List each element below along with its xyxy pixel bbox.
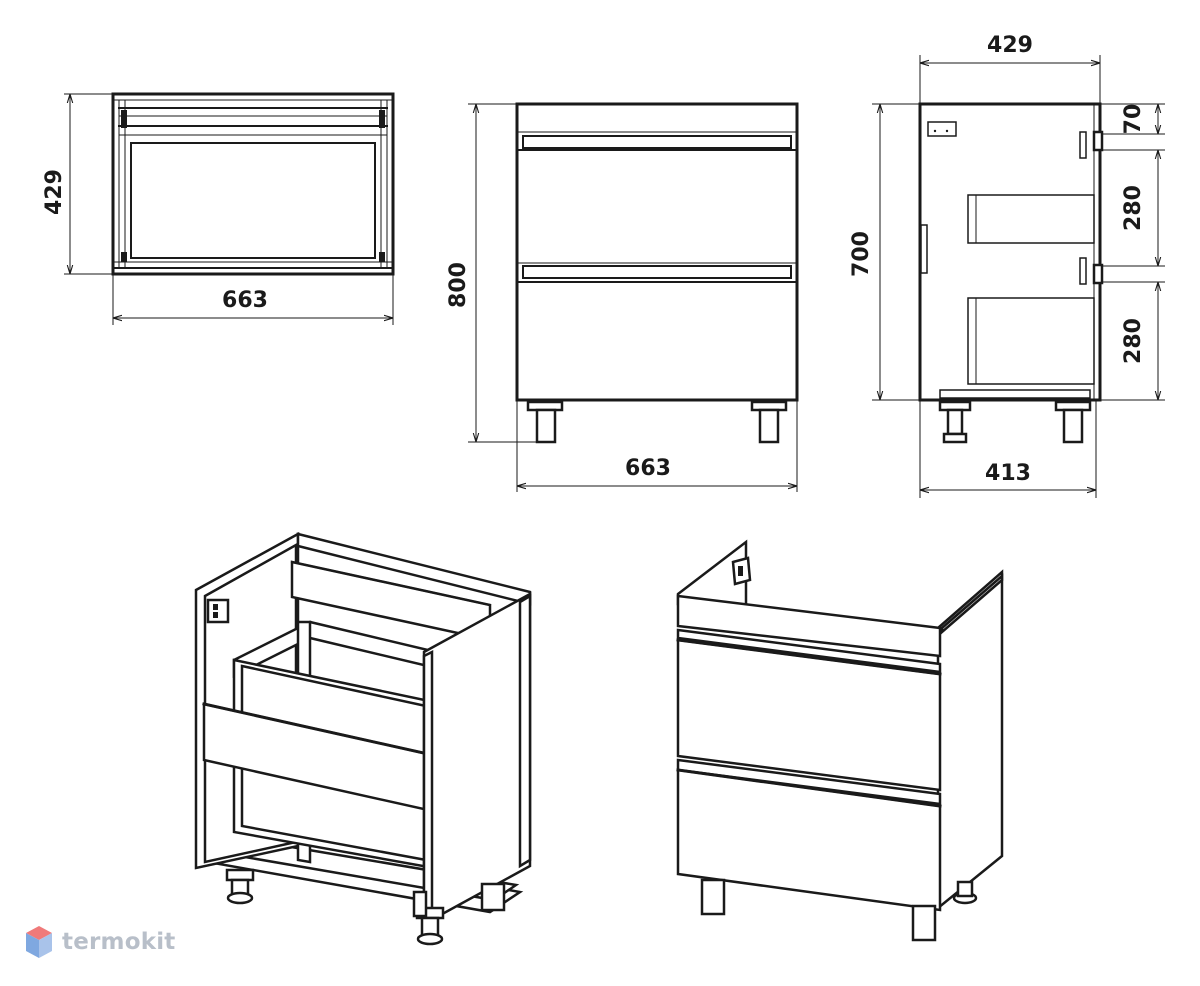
dim-top-width: 663 [222, 288, 268, 313]
top-view: 429 663 [42, 92, 395, 325]
dim-front-height: 800 [446, 262, 471, 308]
dim-top-depth: 429 [42, 169, 67, 215]
dim-side-height: 700 [849, 231, 874, 277]
dim-side-depth-top: 429 [987, 33, 1033, 58]
cube-logo-icon [26, 926, 52, 958]
dim-side-drawer-1: 280 [1121, 185, 1146, 231]
dim-side-depth-bottom: 413 [985, 461, 1031, 486]
watermark-text: termokit [62, 929, 176, 955]
dim-side-top-gap: 70 [1121, 104, 1146, 135]
isometric-closed-cabinet [676, 539, 1004, 942]
isometric-open-cabinet [194, 531, 532, 946]
side-view: 429 700 413 70 280 280 [849, 33, 1165, 498]
termokit-logo: termokit [24, 922, 175, 962]
dim-front-width: 663 [625, 456, 671, 481]
front-view: 800 663 [446, 102, 799, 492]
dim-side-drawer-2: 280 [1121, 318, 1146, 364]
